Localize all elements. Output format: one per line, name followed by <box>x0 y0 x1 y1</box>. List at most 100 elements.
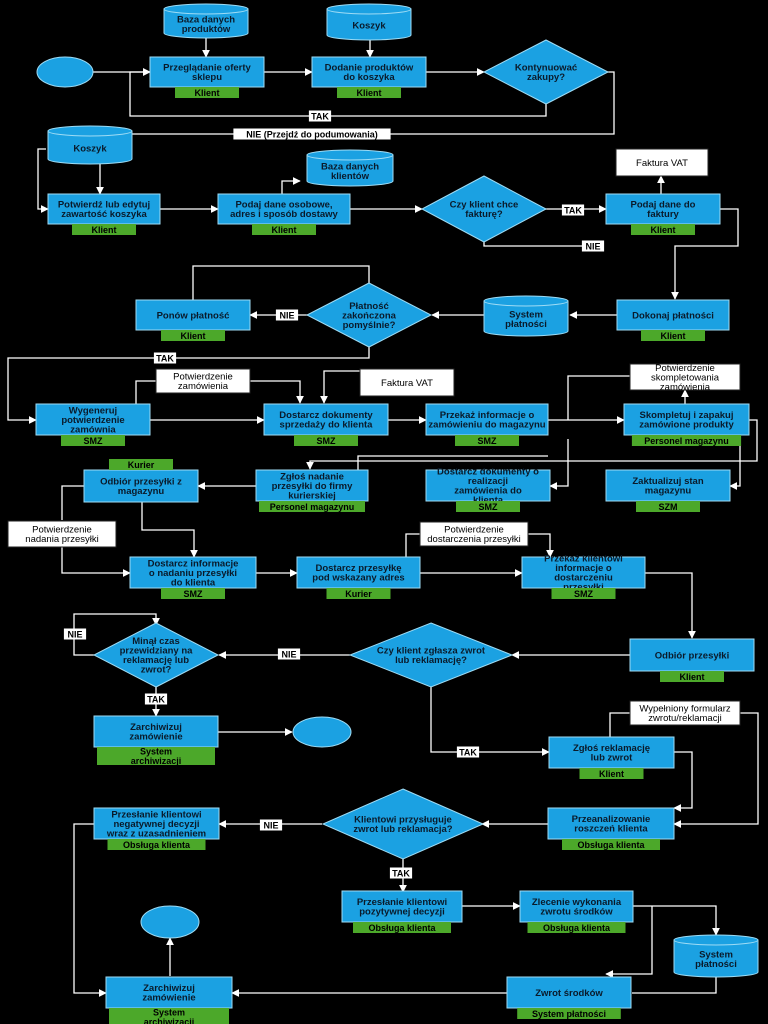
receive-parcel-actor-label: Klient <box>679 672 704 682</box>
update-stock-actor-tag: SZM <box>636 501 700 512</box>
submit-claim-actor-tag: Klient <box>579 768 644 779</box>
enter-data-actor-label: Klient <box>271 225 296 235</box>
make-payment-actor-label: Klient <box>660 331 685 341</box>
add-to-cart-actor-tag: Klient <box>337 87 401 98</box>
analyze-claim-actor-label: Obsługa klienta <box>577 840 645 850</box>
edge-label-claim-yes: TAK <box>456 746 480 758</box>
negative-decision-actor-label: Obsługa klienta <box>123 840 191 850</box>
edge-label-entitled-yes: TAK <box>389 867 413 879</box>
edge-label-text: TAK <box>392 868 410 878</box>
invoice-doc-mid-label: Faktura VAT <box>381 378 433 389</box>
edge-label-invoice-yes: TAK <box>561 204 585 216</box>
deliver-parcel-actor-tag: Kurier <box>326 588 391 599</box>
receive-parcel-actor-tag: Klient <box>660 671 724 682</box>
edge-label-text: NIE (Przejdź do podumowania) <box>246 129 378 139</box>
order-refund-actor-tag: Obsługa klienta <box>527 922 626 933</box>
analyze-claim-actor-tag: Obsługa klienta <box>562 839 660 850</box>
inform-delivery-actor-label: SMZ <box>574 589 594 599</box>
receive-parcel-label: Odbiór przesyłki <box>655 650 729 661</box>
db-cart-top-datastore: Koszyk <box>326 3 412 41</box>
edge-label-text: NIE <box>585 241 600 251</box>
inform-dispatch-actor-label: SMZ <box>184 589 204 599</box>
complete-pack-actor-tag: Personel magazynu <box>631 435 742 446</box>
add-to-cart-actor-label: Klient <box>356 88 381 98</box>
update-stock-actor-label: SZM <box>659 502 678 512</box>
report-shipment-actor-label: Personel magazynu <box>270 502 355 512</box>
invoice-doc-mid-document: Faktura VAT <box>359 368 455 397</box>
positive-decision-actor-label: Obsługa klienta <box>368 923 436 933</box>
end-event-archive <box>292 716 352 748</box>
refund-label: Zwrot środków <box>535 988 603 999</box>
start-event <box>36 56 94 88</box>
edge-label-invoice-no: NIE <box>581 240 605 252</box>
db-cart-2-datastore: Koszyk <box>47 125 133 165</box>
edge-label-continue-no: NIE (Przejdź do podumowania) <box>233 128 391 140</box>
deliver-fulfillment-docs-actor-label: SMZ <box>479 502 499 512</box>
edge-label-claim-no: NIE <box>277 648 301 660</box>
edge-label-time-yes: TAK <box>144 693 168 705</box>
browse-actor-tag: Klient <box>175 87 239 98</box>
generate-confirmation-actor-tag: SMZ <box>61 435 125 446</box>
positive-decision-actor-tag: Obsługa klienta <box>353 922 451 933</box>
confirm-cart-actor-label: Klient <box>91 225 116 235</box>
deliver-sales-docs-actor-tag: SMZ <box>294 435 358 446</box>
edge-label-entitled-no: NIE <box>259 819 283 831</box>
invoice-doc-top-document: Faktura VAT <box>615 148 709 177</box>
start-end-nodes <box>36 56 352 939</box>
inform-delivery-actor-tag: SMZ <box>551 588 616 599</box>
edge-label-text: TAK <box>147 694 165 704</box>
invoice-doc-top-label: Faktura VAT <box>636 158 688 169</box>
browse-actor-label: Klient <box>194 88 219 98</box>
enter-data-actor-tag: Klient <box>252 224 316 235</box>
deliver-fulfillment-docs-actor-tag: SMZ <box>456 501 520 512</box>
courier-pickup-actor-tag: Kurier <box>109 459 173 470</box>
edge-label-continue-yes: TAK <box>308 110 332 122</box>
